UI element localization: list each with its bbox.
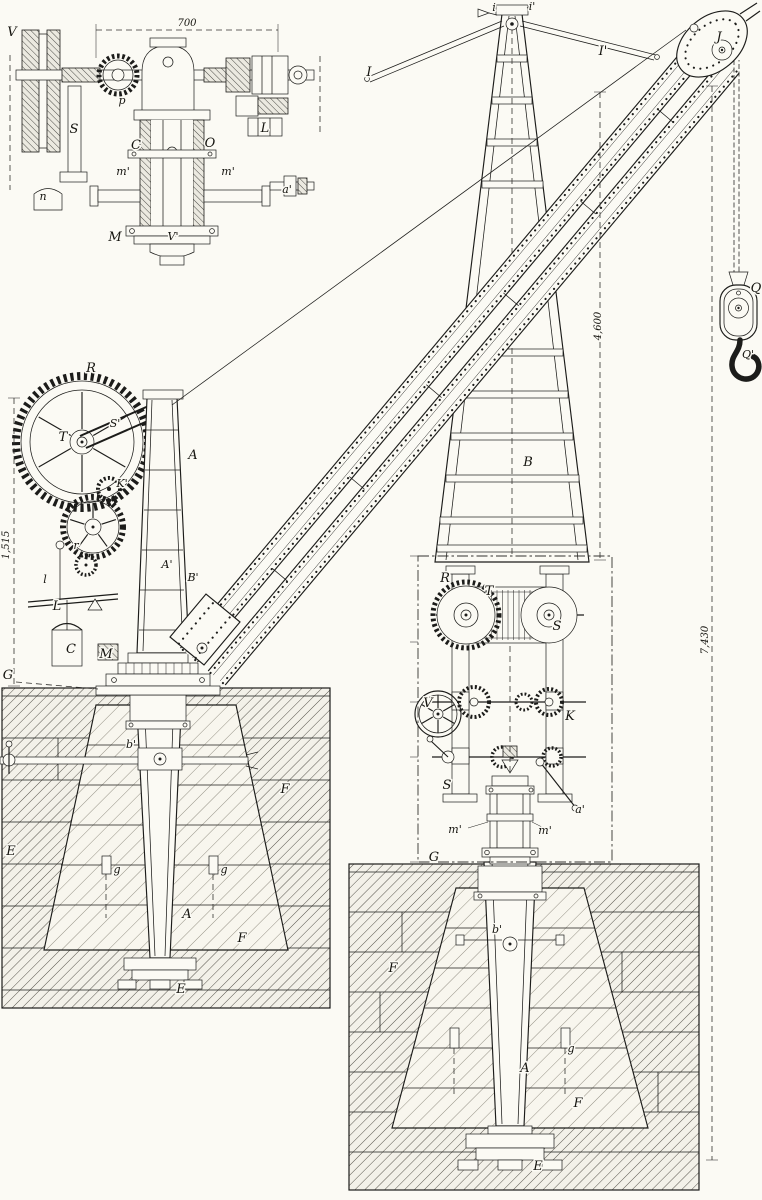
- label-m-prime: m': [538, 824, 551, 837]
- label-C: C: [66, 642, 76, 657]
- label-i: i: [492, 1, 496, 14]
- anchor-bolt: [208, 855, 219, 875]
- label-B-prime: B': [186, 571, 198, 584]
- label-S: S: [553, 619, 562, 634]
- label-m-prime: m': [116, 165, 129, 178]
- label-a-prime: a': [575, 803, 585, 816]
- label-S: S: [443, 778, 452, 793]
- valve-chest: [33, 188, 63, 211]
- label-C: C: [131, 138, 141, 153]
- label-S: S: [70, 122, 79, 137]
- label-R: R: [439, 571, 450, 586]
- label-A: A: [187, 448, 197, 463]
- control-lever: [27, 593, 119, 603]
- cylinder-wall-section: [139, 119, 152, 233]
- label-F: F: [387, 961, 398, 976]
- label-g: g: [567, 1042, 574, 1055]
- label-m-prime: m': [221, 165, 234, 178]
- label-M: M: [107, 230, 122, 245]
- anchor-bolt: [101, 855, 112, 875]
- base-plate-right: [465, 1133, 555, 1149]
- label-R: R: [85, 361, 96, 376]
- label-E: E: [5, 844, 16, 859]
- label-m-prime: m': [448, 823, 461, 836]
- label-I-prime: I': [598, 44, 608, 59]
- label-g: g: [113, 863, 120, 876]
- counterweight: [97, 643, 119, 661]
- dim-overall-height: 7,430: [700, 625, 711, 654]
- bearing-pedestal: [141, 45, 195, 113]
- label-V: V: [7, 25, 18, 40]
- label-E: E: [175, 982, 186, 997]
- machinery-outline-box: [417, 555, 613, 863]
- label-O: O: [205, 136, 216, 151]
- crane-hook: [729, 337, 762, 382]
- tie-rod-right: [521, 20, 657, 56]
- anchor-bolt: [560, 1027, 571, 1049]
- label-S-prime: S': [110, 417, 121, 430]
- winch-machinery: [410, 555, 613, 865]
- base-plate-left: [123, 957, 197, 971]
- label-F: F: [236, 931, 247, 946]
- label-K-prime: K': [115, 477, 127, 490]
- label-b-prime: b': [126, 738, 136, 751]
- dim-shaft-span: 700: [177, 18, 197, 29]
- apex-flag: [477, 8, 491, 18]
- dimension-lines: [8, 85, 718, 1161]
- jib-girder: [169, 29, 740, 686]
- jib-head-and-hook: [676, 2, 762, 382]
- label-G: G: [3, 668, 13, 683]
- clutch-lever: [539, 761, 577, 809]
- turntable-collar: [127, 652, 189, 664]
- label-G: G: [429, 850, 439, 865]
- brake-cylinder: [51, 629, 83, 667]
- small-pinion: [74, 553, 98, 577]
- label-V-prime: V': [168, 230, 179, 243]
- shaft-pinion-gear: [96, 53, 140, 97]
- tie-rod-left: [367, 20, 503, 78]
- label-g: g: [220, 863, 227, 876]
- label-p: p: [118, 94, 125, 107]
- label-i-prime: i': [529, 0, 536, 13]
- label-L: L: [52, 599, 62, 614]
- label-M: M: [98, 647, 113, 662]
- label-L: L: [260, 121, 270, 136]
- label-l: l: [43, 573, 47, 586]
- side-elevation-view: [0, 372, 259, 774]
- intermediate-gear: [457, 685, 491, 719]
- label-E: E: [532, 1159, 543, 1174]
- label-A: A: [519, 1061, 529, 1076]
- foundation-left: [1, 687, 331, 1009]
- label-A: A: [181, 907, 191, 922]
- dim-jib-height: 4,600: [593, 311, 604, 341]
- label-A-prime: A': [161, 558, 173, 571]
- label-K: K: [564, 709, 576, 724]
- post-head: [491, 775, 529, 787]
- detail-mechanism-view: [9, 24, 321, 266]
- dim-post-pitch: 1,515: [1, 531, 12, 560]
- drum-gear: [430, 579, 502, 651]
- jib-foot: [169, 593, 241, 666]
- label-I: I: [365, 65, 372, 80]
- label-T: T: [59, 430, 69, 445]
- label-T: T: [485, 584, 495, 599]
- label-r: r: [73, 539, 79, 552]
- operating-rod: [0, 756, 249, 765]
- label-b-prime: b': [492, 923, 502, 936]
- foundation-right: [348, 861, 700, 1191]
- label-Q-prime: Q': [742, 348, 754, 361]
- label-V: V: [423, 696, 434, 711]
- mast-apex-cap: [495, 4, 529, 16]
- flywheel-rim-section: [21, 29, 40, 153]
- label-B: B: [522, 455, 533, 470]
- anchor-bolt: [449, 1027, 460, 1049]
- label-a-prime: a': [282, 183, 292, 196]
- label-n: n: [39, 190, 46, 203]
- hand-wheel: [414, 690, 462, 738]
- label-Q: Q: [751, 281, 762, 296]
- label-F: F: [572, 1096, 583, 1111]
- clutch-block: [251, 55, 289, 95]
- label-F: F: [279, 782, 290, 797]
